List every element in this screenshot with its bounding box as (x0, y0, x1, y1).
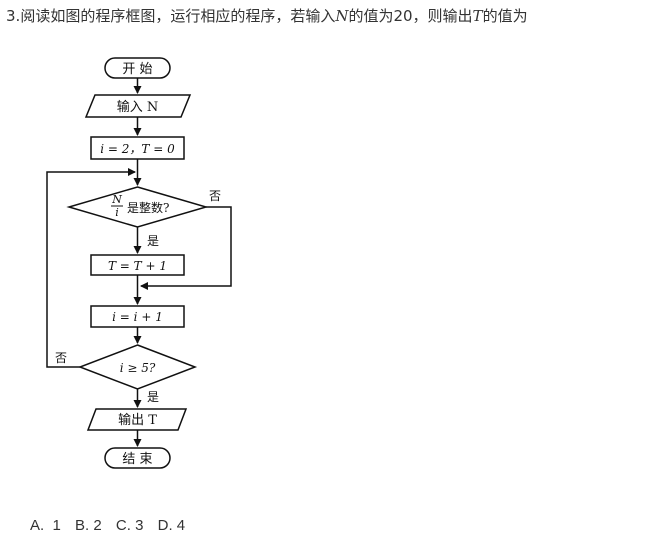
cond1-label: 是整数? (127, 200, 169, 215)
option-b-label: B. (75, 517, 90, 534)
option-d[interactable]: D. 4 (158, 517, 186, 534)
option-a-label: A. (30, 517, 45, 534)
option-a-value: 1 (52, 517, 61, 534)
option-a[interactable]: A. 1 (30, 517, 61, 534)
end-label: 结 束 (122, 452, 152, 467)
output-box (86, 408, 188, 431)
yes-label-2: 是 (147, 390, 159, 404)
arrow-cond1-no (140, 206, 232, 290)
question-part-1: 阅读如图的程序框图，运行相应的程序，若输入 (20, 7, 336, 25)
question-number: 3. (6, 7, 21, 25)
option-d-label: D. (157, 517, 173, 534)
arrow-cond2-no-loop (46, 168, 136, 368)
output-label: 输出 T (118, 412, 157, 428)
cond1-numerator: N (111, 193, 122, 206)
start-label: 开 始 (122, 62, 152, 77)
no-label-2: 否 (55, 351, 67, 365)
option-c-label: C. (115, 517, 131, 534)
option-c-value: 3 (135, 517, 144, 534)
cond1-denominator: i (115, 206, 119, 219)
yes-label-1: 是 (147, 234, 159, 248)
option-b-value: 2 (93, 517, 102, 534)
option-b[interactable]: B. 2 (75, 517, 102, 534)
option-d-value: 4 (176, 517, 186, 534)
question-part-3: 的值为 (482, 7, 528, 25)
variable-n: N (335, 7, 349, 25)
question-text: 3.阅读如图的程序框图，运行相应的程序，若输入N的值为20，则输出T的值为 (6, 6, 646, 26)
input-label: 输入 N (117, 99, 159, 115)
update-t-label: T = T + 1 (108, 259, 167, 273)
cond2-label: i ≥ 5? (120, 361, 156, 375)
variable-t: T (472, 7, 483, 25)
answer-options: A. 1 B. 2 C. 3 D. 4 (30, 517, 195, 534)
init-label: i = 2，T = 0 (100, 142, 175, 156)
input-box (84, 94, 192, 118)
question-part-2: 的值为20，则输出 (348, 7, 473, 25)
option-c[interactable]: C. 3 (116, 517, 144, 534)
end-terminal (104, 447, 171, 469)
no-label-1: 否 (209, 189, 221, 203)
increment-label: i = i + 1 (112, 310, 163, 324)
